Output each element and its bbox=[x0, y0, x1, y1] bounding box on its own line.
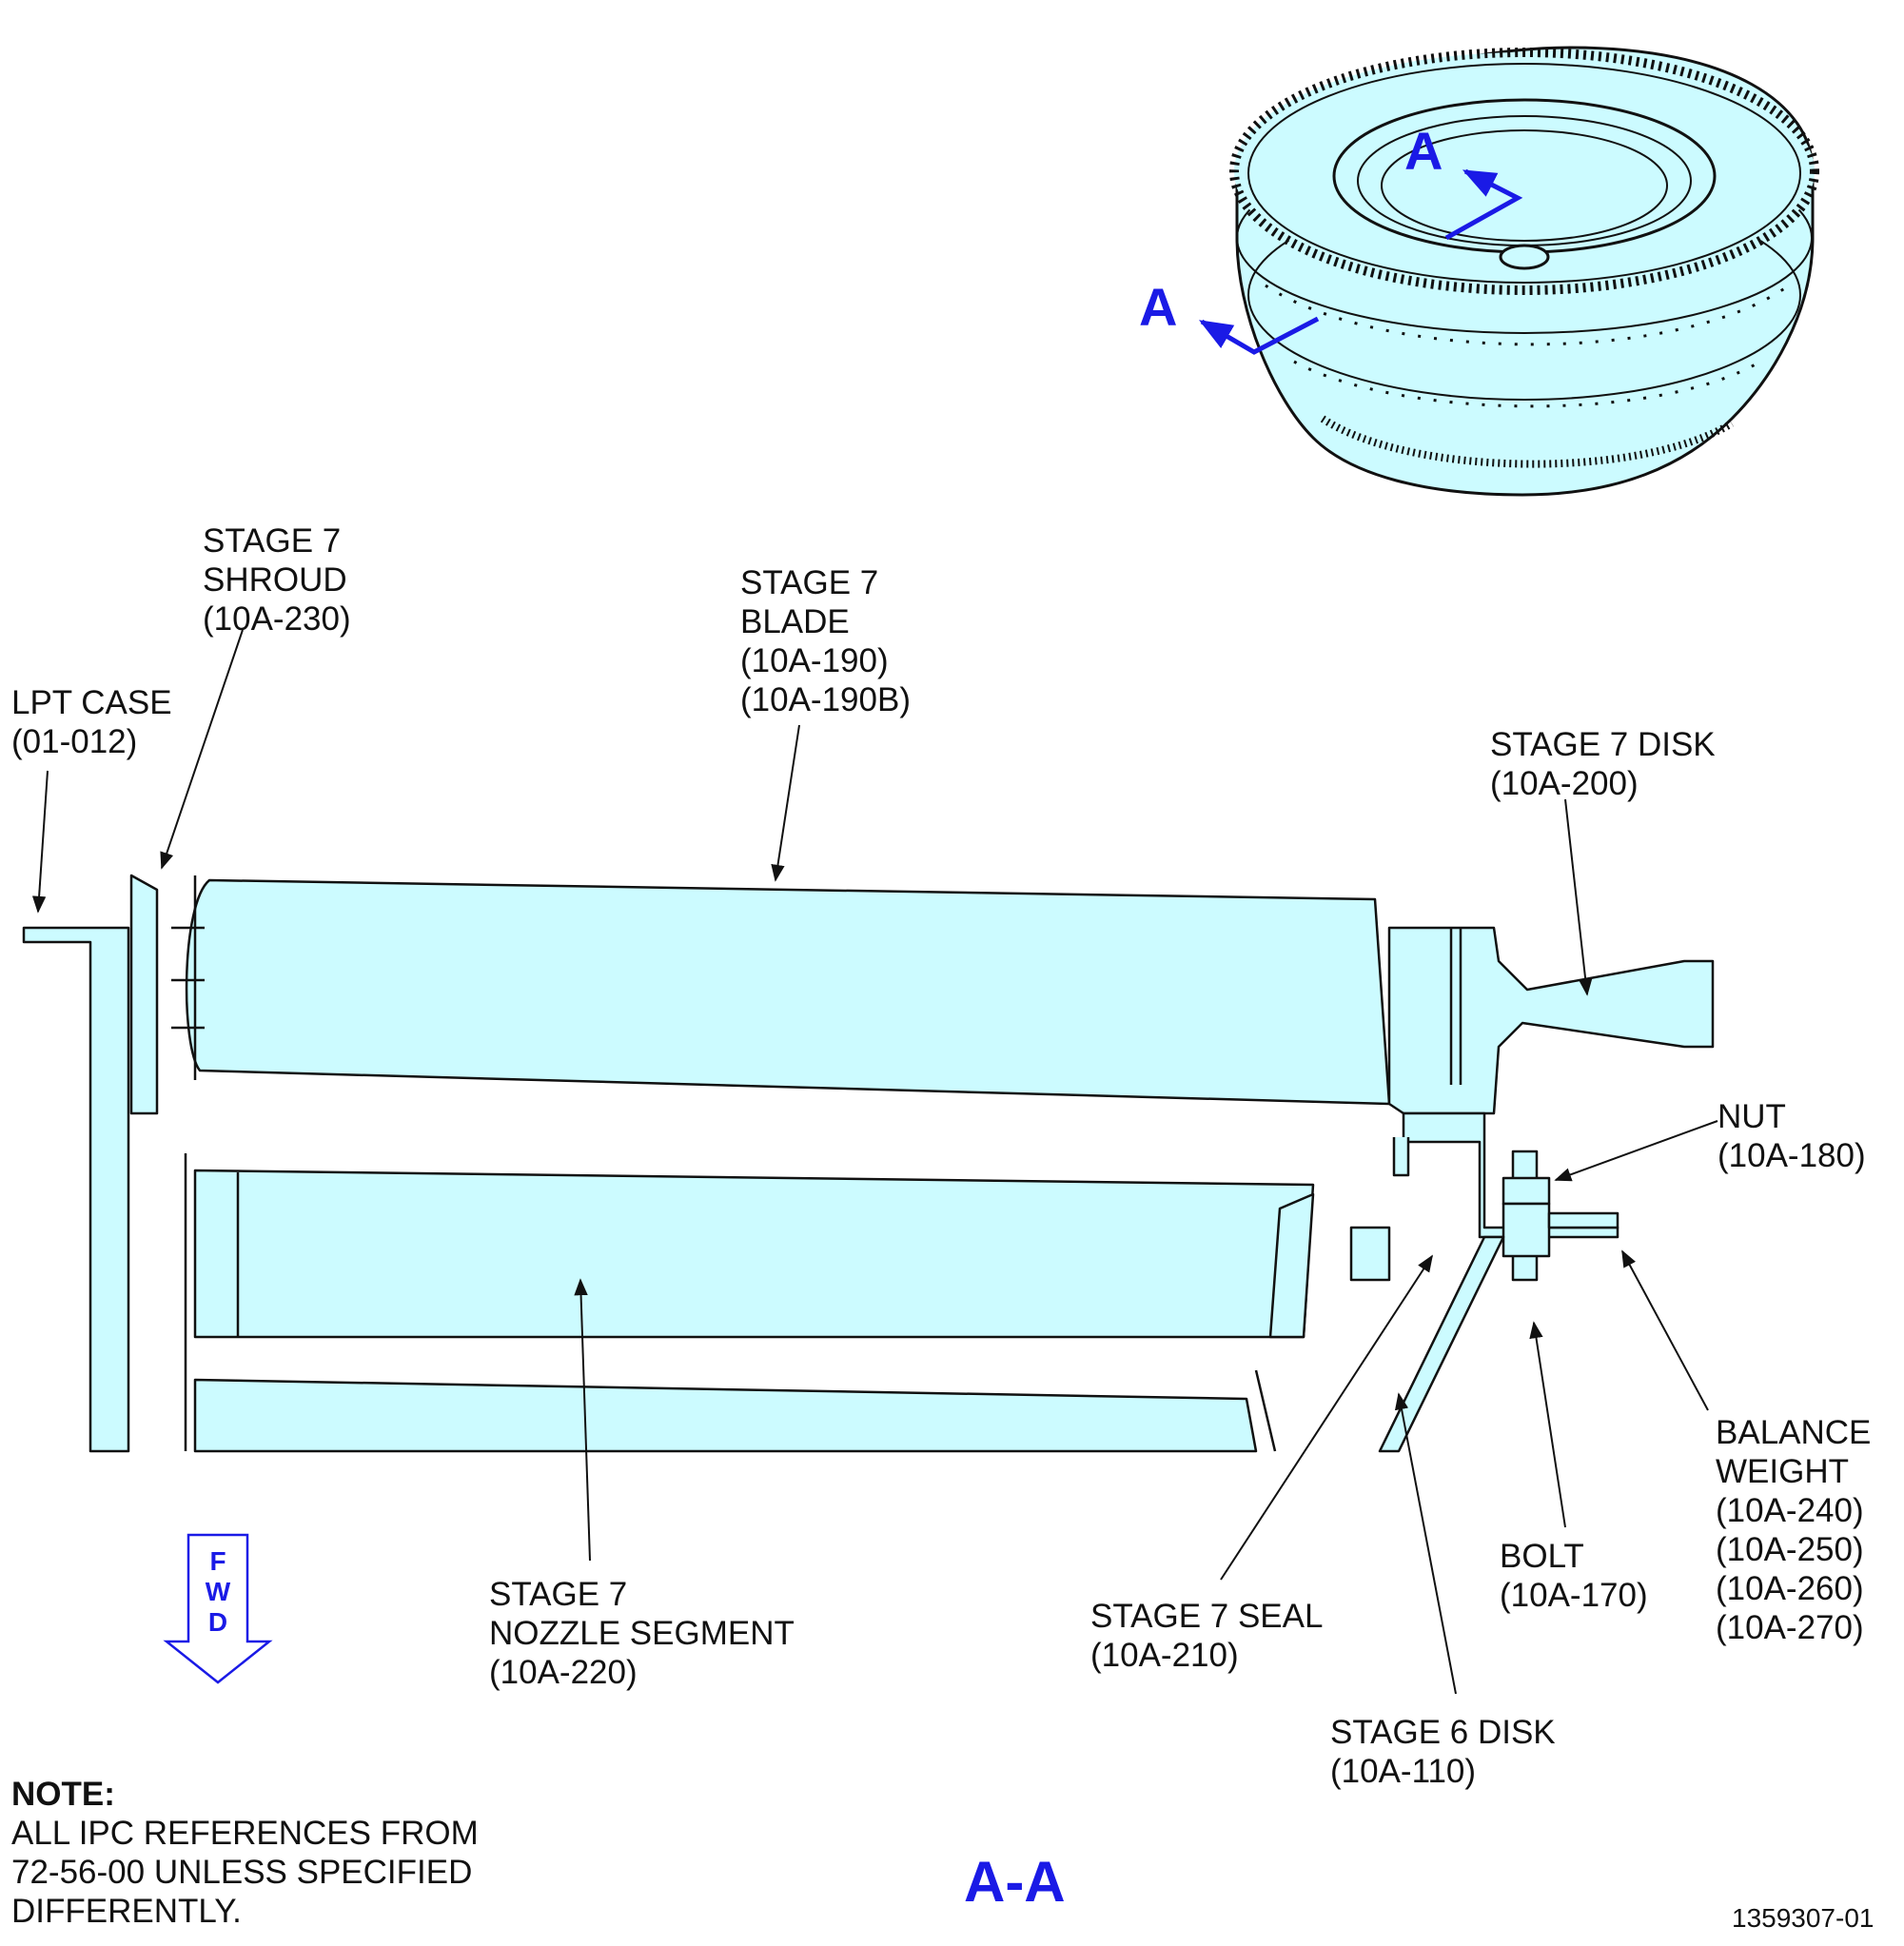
fwd-letter-w: W bbox=[205, 1577, 231, 1606]
leader-lpt-case bbox=[31, 770, 49, 914]
leader-stage6-disk bbox=[1394, 1392, 1457, 1695]
leader-bolt bbox=[1529, 1321, 1566, 1528]
leader-stage7-blade bbox=[771, 724, 800, 882]
section-marker-top: A bbox=[1404, 121, 1443, 181]
leader-stage7-seal bbox=[1220, 1254, 1433, 1581]
leader-lines bbox=[31, 629, 1718, 1695]
label-bolt: BOLT(10A-170) bbox=[1500, 1538, 1648, 1614]
label-stage6-disk: STAGE 6 DISK(10A-110) bbox=[1330, 1714, 1556, 1790]
note-title: NOTE: bbox=[11, 1776, 115, 1813]
figure-number: 1359307-01 bbox=[1732, 1903, 1875, 1933]
fwd-letter-f: F bbox=[209, 1546, 226, 1576]
label-nut: NUT(10A-180) bbox=[1718, 1098, 1866, 1174]
label-stage7-seal: STAGE 7 SEAL(10A-210) bbox=[1090, 1598, 1324, 1674]
rotor-iso-view bbox=[1229, 46, 1819, 497]
leader-stage7-shroud bbox=[160, 629, 244, 870]
section-title: A-A bbox=[964, 1850, 1066, 1914]
fwd-letter-d: D bbox=[207, 1607, 228, 1637]
fwd-arrow bbox=[163, 1533, 273, 1684]
section-cut-lines bbox=[1198, 168, 1523, 355]
label-stage7-disk: STAGE 7 DISK(10A-200) bbox=[1490, 726, 1716, 802]
cross-section bbox=[22, 874, 1715, 1453]
leader-nut bbox=[1554, 1120, 1718, 1182]
leader-stage7-nozzle bbox=[574, 1278, 591, 1562]
leader-balance-weight bbox=[1621, 1249, 1709, 1411]
label-lpt-case: LPT CASE(01-012) bbox=[11, 684, 172, 760]
leader-stage7-disk bbox=[1564, 798, 1593, 996]
section-marker-side: A bbox=[1139, 277, 1178, 337]
